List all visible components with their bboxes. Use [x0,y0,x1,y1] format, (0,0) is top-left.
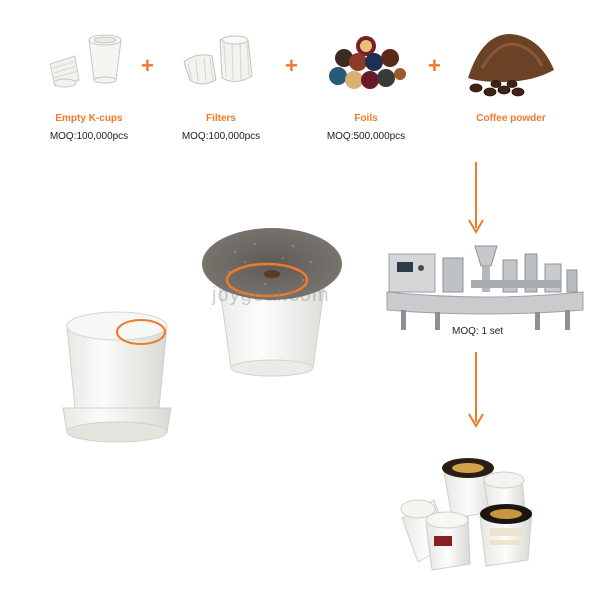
label-filters: Filters [205,113,236,124]
filled-cup-large [202,228,342,377]
watermark: joygoal.com [212,284,330,306]
label-coffee-powder: Coffee powder [476,113,546,124]
label-foils: Foils [354,113,378,124]
empty-cup-large [62,311,172,443]
foils-image [329,36,406,89]
empty-kcups-image [49,34,122,88]
label-empty-kcups: Empty K-cups [55,113,123,124]
arrow-down-2 [468,352,484,428]
filters-image [183,35,253,85]
plus-sign-2: + [285,53,298,78]
plus-sign-1: + [141,53,154,78]
finished-kcups-image [400,458,533,571]
arrow-down-1 [468,162,484,234]
moq-empty-kcups: MOQ:100,000pcs [49,131,129,142]
moq-machine: MOQ: 1 set [452,326,504,337]
moq-foils: MOQ:500,000pcs [326,131,406,142]
coffee-powder-image [468,34,554,97]
moq-filters: MOQ:100,000pcs [181,131,261,142]
filling-machine-image [386,245,584,330]
plus-sign-3: + [428,53,441,78]
